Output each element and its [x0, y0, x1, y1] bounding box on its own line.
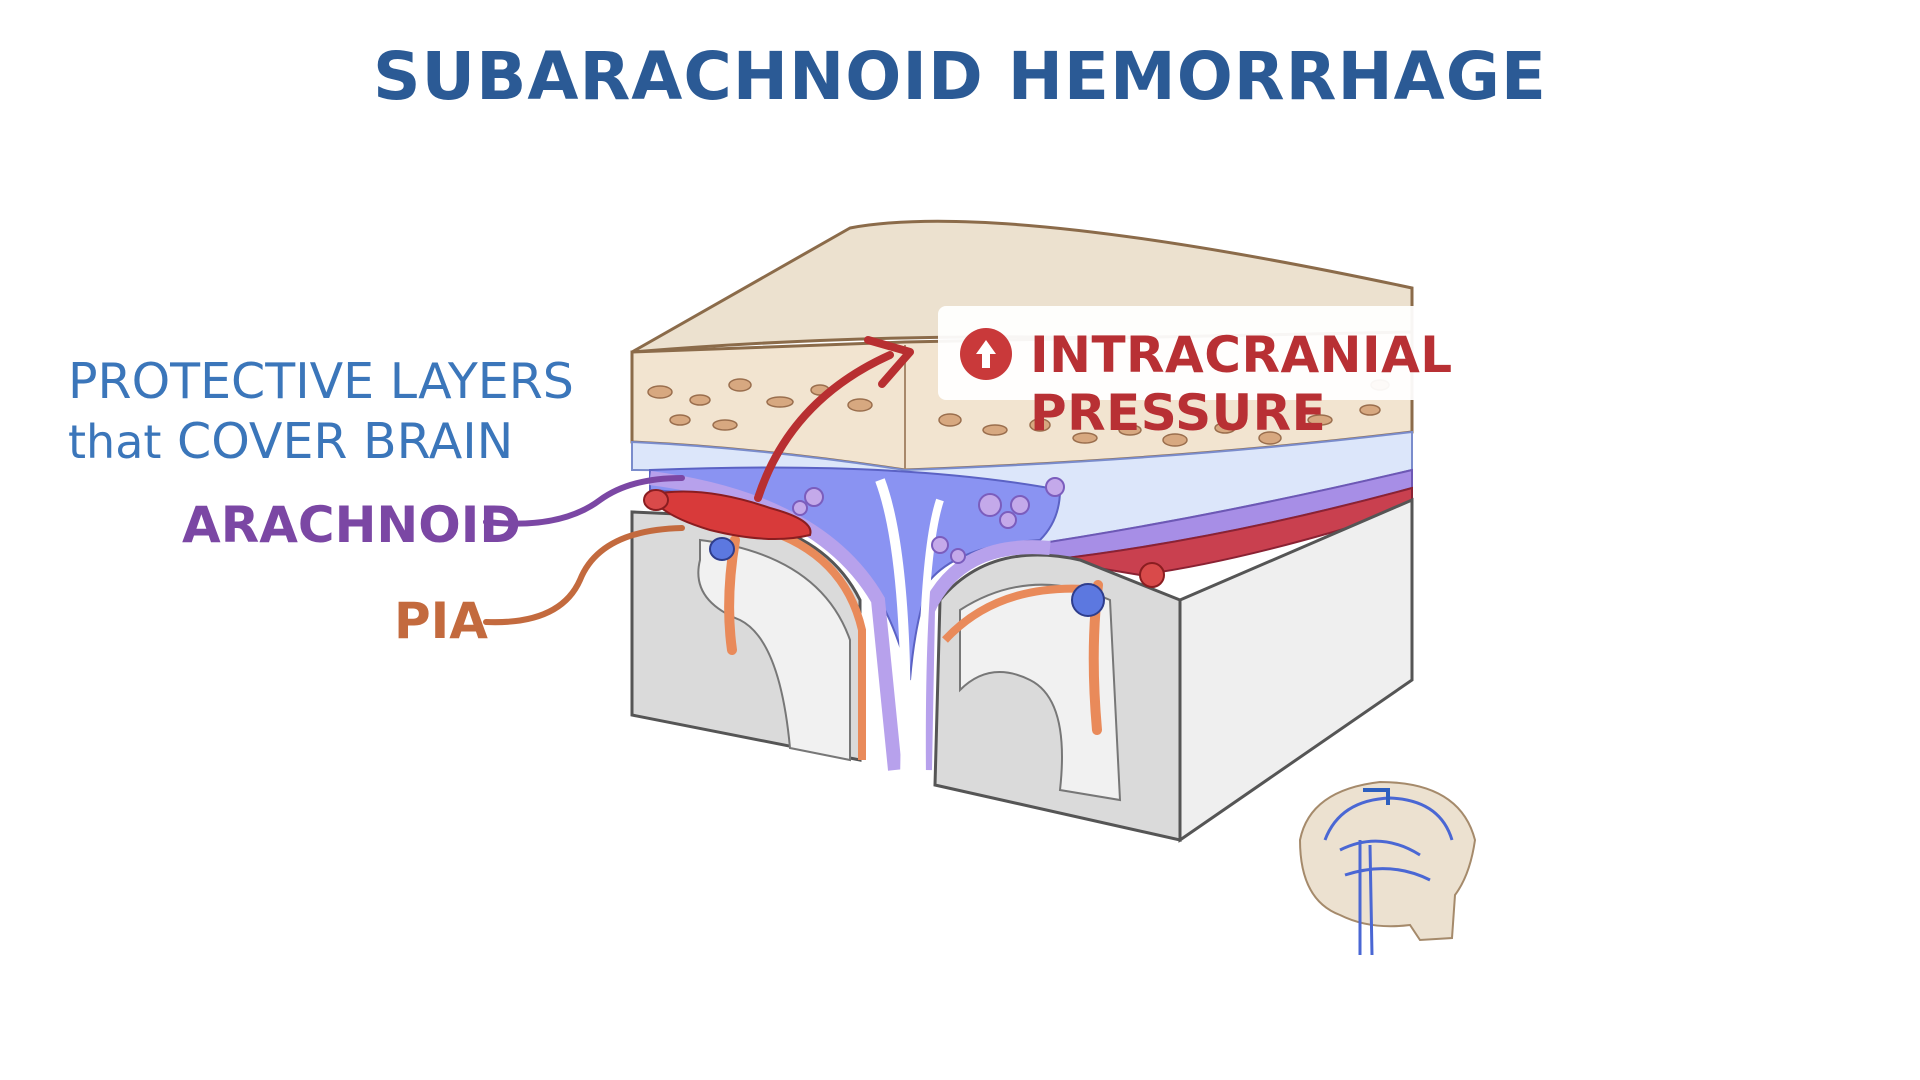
pia-label: PIA: [394, 592, 488, 650]
falx-band-2: [917, 498, 944, 781]
pressure-arrowhead: [864, 336, 914, 388]
arachnoid-label: ARACHNOID: [182, 496, 521, 554]
blood-clot: [648, 490, 812, 540]
vessel-right-red: [1139, 562, 1165, 588]
vessel-left-blue: [709, 537, 735, 561]
arachnoid-lining-right: [918, 540, 1051, 771]
intracranial-pressure-callout: INTRACRANIAL PRESSURE: [938, 306, 1664, 442]
intracranial-pressure-label: INTRACRANIAL PRESSURE: [1030, 326, 1453, 442]
arachnoid-leader: [483, 475, 685, 527]
arachnoid-granulations: [792, 477, 1065, 564]
falx-band: [875, 478, 911, 781]
gyrus-left: [697, 538, 851, 762]
protective-layers-label: PROTECTIVE LAYERS that COVER BRAIN: [68, 352, 574, 472]
pressure-arrow: [754, 351, 894, 502]
pia-vessel-band: [1049, 486, 1413, 577]
protective-line-1: PROTECTIVE LAYERS: [68, 353, 574, 410]
up-arrow-icon: [960, 328, 1012, 380]
vessel-right-blue: [1071, 583, 1105, 617]
page-title: SUBARACHNOID HEMORRHAGE: [372, 38, 1548, 115]
protective-that: that: [68, 415, 162, 469]
gyrus-right: [959, 583, 1122, 802]
skull-thumbnail: [1298, 780, 1477, 956]
protective-cover-brain: COVER BRAIN: [177, 413, 514, 470]
brain-right-side: [1178, 497, 1414, 843]
protective-line-2: that COVER BRAIN: [68, 412, 574, 472]
pia-leader: [483, 525, 685, 626]
vessel-left-red: [643, 489, 669, 511]
